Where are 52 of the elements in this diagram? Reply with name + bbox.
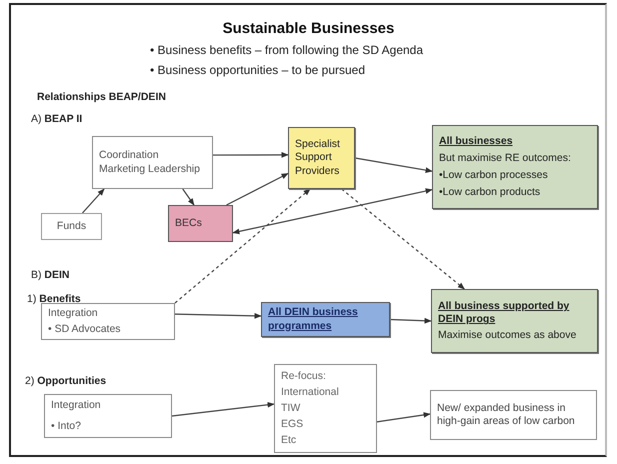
process-box [288,127,355,189]
section-heading: A) BEAP II [31,113,82,125]
box-text: International [281,386,340,399]
box-text: New/ expanded business in high-gain areas of low carbon [437,402,576,428]
process-box [168,205,233,242]
arrow [182,188,194,206]
process-box [431,289,598,353]
process-box [41,213,102,240]
box-heading: All DEIN business programmes [268,306,359,333]
box-text: Etc [281,434,298,448]
box-text: •Low carbon products [439,186,542,200]
box-text: EGS [281,418,304,432]
arrow [172,402,275,417]
arrow [213,152,289,158]
box-heading: All business supported by DEIN progs [438,300,570,327]
arrow [232,188,433,234]
process-box [44,394,172,438]
arrow [376,412,431,422]
box-text: • Into? [51,420,82,434]
box-text: Integration [51,398,102,412]
box-heading: All businesses [439,134,514,148]
bullet-text: • Business benefits – from following the SD Agenda [150,43,424,57]
section-heading: 2) Opportunities [25,375,106,387]
process-box [432,125,598,209]
box-text: BECs [175,216,203,230]
bullet-text: • Business opportunities – to be pursued [150,63,366,77]
box-text: Re-focus: [281,370,327,383]
box-text: Integration [48,307,99,320]
section-heading: 1) Benefits [27,293,81,305]
box-text: •Low carbon processes [439,169,549,182]
process-box [41,303,175,340]
box-text: Specialist Support Providers [295,138,341,178]
arrow [226,172,289,206]
dashed-arrow [341,188,465,290]
box-text: Coordination Marketing Leadership [99,149,201,176]
arrow [390,318,432,324]
section-heading: B) DEIN [31,269,70,281]
dashed-arrow [174,188,311,304]
box-text: Maximise outcomes as above [438,328,578,342]
diagram-title: Sustainable Businesses [222,20,396,37]
process-box [261,302,390,337]
process-box [430,390,597,440]
box-text: But maximise RE outcomes: [439,152,572,165]
process-box [92,136,213,189]
arrow [354,157,433,173]
arrow [174,312,262,319]
box-text: Funds [56,220,86,234]
arrow [82,188,105,214]
section-heading: Relationships BEAP/DEIN [37,91,166,103]
process-box [274,364,377,453]
box-text: • SD Advocates [48,322,122,336]
box-text: TIW [281,402,302,416]
